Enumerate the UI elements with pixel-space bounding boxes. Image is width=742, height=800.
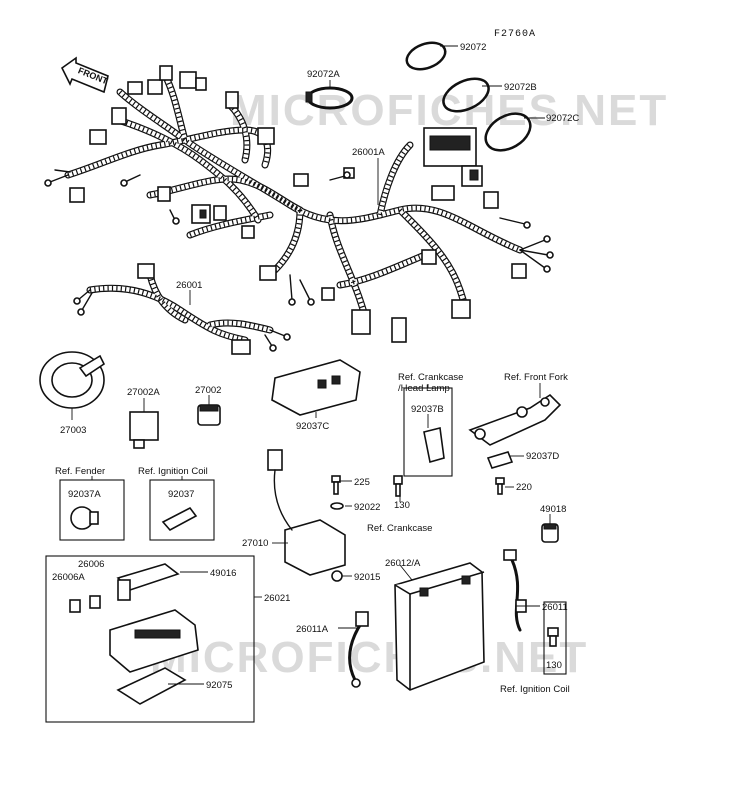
figure-code: F2760A [494, 29, 536, 40]
label-92037c: 92037C [296, 421, 329, 432]
fuse-26006-icon [89, 595, 101, 609]
sub-harness-26001 [73, 263, 291, 355]
ref-fender: Ref. Fender [55, 466, 105, 477]
clamp-92037-icon [161, 506, 198, 532]
label-27003: 27003 [60, 425, 86, 436]
washer-92022-icon [330, 502, 344, 510]
harness-terminals [44, 169, 554, 306]
label-92075: 92075 [206, 680, 232, 691]
label-26001: 26001 [176, 280, 202, 291]
fuse-box-26021-icon [109, 609, 199, 673]
label-92037a: 92037A [68, 489, 101, 500]
front-arrow-icon: FRONT [60, 56, 110, 94]
battery-cable-26011a-icon [348, 611, 369, 688]
bolt-225-icon [331, 475, 341, 495]
bracket-92037c-icon [271, 359, 361, 416]
part-labels: 92072 92072B 92072C 92072A 26001A 26001 … [52, 42, 579, 695]
label-26011a: 26011A [296, 624, 329, 635]
harness-connectors [69, 65, 527, 343]
label-92037: 92037 [168, 489, 194, 500]
battery-cable-26011-icon [503, 549, 527, 632]
clamp-92037a-icon [70, 506, 99, 530]
front-fork-bracket-icon [468, 393, 562, 469]
label-26011: 26011 [542, 602, 568, 613]
label-26006a: 26006A [52, 572, 85, 583]
battery-26012a-icon [394, 562, 485, 691]
cover-49016-icon [116, 563, 180, 601]
regulator-27010-icon [267, 449, 346, 576]
label-92022: 92022 [354, 502, 380, 513]
clamp-92072b-icon [442, 77, 490, 113]
label-49016: 49016 [210, 568, 236, 579]
ref-crankcase-headlamp-1: Ref. Crankcase [398, 372, 463, 383]
bolt-130-ignition-coil-icon [547, 627, 559, 647]
main-harness-26001a [44, 65, 554, 343]
label-92072: 92072 [460, 42, 486, 53]
label-27010: 27010 [242, 538, 268, 549]
cap-49018-icon [541, 523, 559, 543]
leader-lines [71, 45, 551, 685]
ref-crankcase-headlamp-2: /Head Lamp [398, 383, 450, 394]
label-92072c: 92072C [546, 113, 579, 124]
clamp-92037b-icon [423, 427, 445, 464]
label-49018: 49018 [540, 504, 566, 515]
ref-ignition-coil-1: Ref. Ignition Coil [138, 466, 208, 477]
label-220: 220 [516, 482, 532, 493]
ref-crankcase: Ref. Crankcase [367, 523, 432, 534]
ref-front-fork: Ref. Front Fork [504, 372, 568, 383]
label-92037d: 92037D [526, 451, 559, 462]
horn-27003-icon [39, 351, 106, 409]
ref-ignition-coil-2: Ref. Ignition Coil [500, 684, 570, 695]
fuse-box-group [45, 555, 255, 723]
fuse-26006a-icon [69, 599, 81, 613]
relay-27002a-icon [129, 411, 159, 449]
watermark-bottom: MICROFICHES.NET [150, 633, 588, 682]
label-92072a: 92072A [307, 69, 340, 80]
label-26001a: 26001A [352, 147, 385, 158]
relay-27002-icon [197, 404, 221, 426]
clamp-92072c-icon [484, 112, 532, 152]
bolt-130-crankcase-icon [393, 475, 403, 497]
label-92072b: 92072B [504, 82, 537, 93]
label-92037b: 92037B [411, 404, 444, 415]
label-26012a: 26012/A [385, 558, 421, 569]
label-27002: 27002 [195, 385, 221, 396]
label-130-ignition-coil: 130 [546, 660, 562, 671]
label-27002a: 27002A [127, 387, 160, 398]
nut-92015-icon [331, 570, 343, 582]
clamp-92072-icon [405, 41, 447, 71]
label-26006: 26006 [78, 559, 104, 570]
label-225: 225 [354, 477, 370, 488]
cover-92075-icon [116, 667, 187, 705]
label-130-crankcase: 130 [394, 500, 410, 511]
label-92015: 92015 [354, 572, 380, 583]
label-26021: 26021 [264, 593, 290, 604]
bolt-220-icon [495, 477, 505, 495]
